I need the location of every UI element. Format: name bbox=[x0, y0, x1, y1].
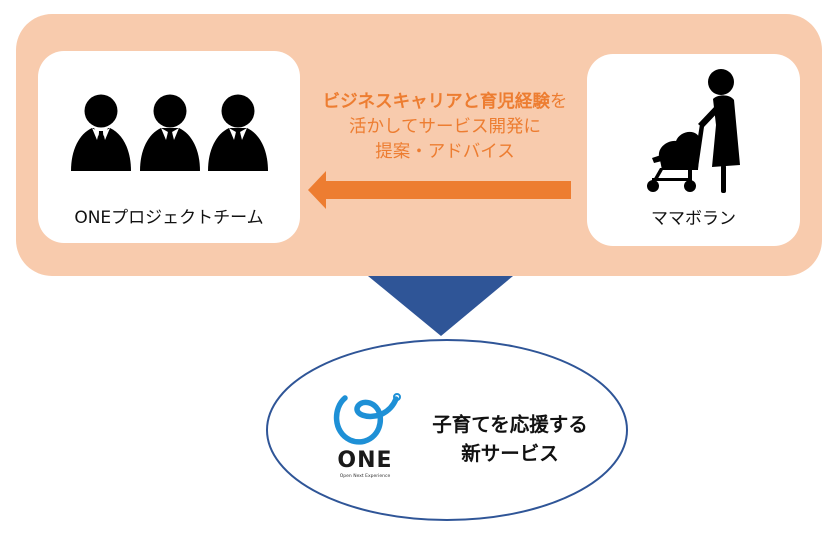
one-logo-tagline: Open Next Experience bbox=[339, 474, 391, 479]
advice-message-line-2: 活かしてサービス開発に bbox=[349, 117, 541, 137]
mama-volunteer-label: ママボラン bbox=[651, 209, 736, 229]
business-person-icon bbox=[208, 94, 268, 171]
business-team-icon bbox=[71, 94, 268, 171]
business-person-icon bbox=[71, 94, 131, 171]
down-triangle-icon bbox=[368, 276, 513, 336]
project-team-label: ONEプロジェクトチーム bbox=[74, 208, 264, 228]
result-oval bbox=[266, 339, 628, 521]
advice-message-particle: を bbox=[549, 92, 568, 112]
advice-message-line-1: ビジネスキャリアと育児経験を bbox=[300, 90, 590, 115]
result-text-line-1: 子育てを応援する bbox=[432, 413, 588, 436]
one-logo-word: ONE bbox=[337, 448, 393, 473]
advice-message-emphasis: ビジネスキャリアと育児経験 bbox=[322, 92, 550, 112]
business-person-icon bbox=[140, 94, 200, 171]
advice-message-line-3: 提案・アドバイス bbox=[375, 142, 515, 162]
result-text-line-2: 新サービス bbox=[461, 442, 559, 465]
result-text: 子育てを応援する 新サービス bbox=[405, 410, 615, 468]
left-arrow-icon bbox=[308, 171, 571, 209]
advice-message: ビジネスキャリアと育児経験を 活かしてサービス開発に 提案・アドバイス bbox=[300, 90, 590, 165]
one-logo-icon bbox=[333, 393, 401, 445]
mother-with-stroller-icon bbox=[647, 69, 740, 193]
